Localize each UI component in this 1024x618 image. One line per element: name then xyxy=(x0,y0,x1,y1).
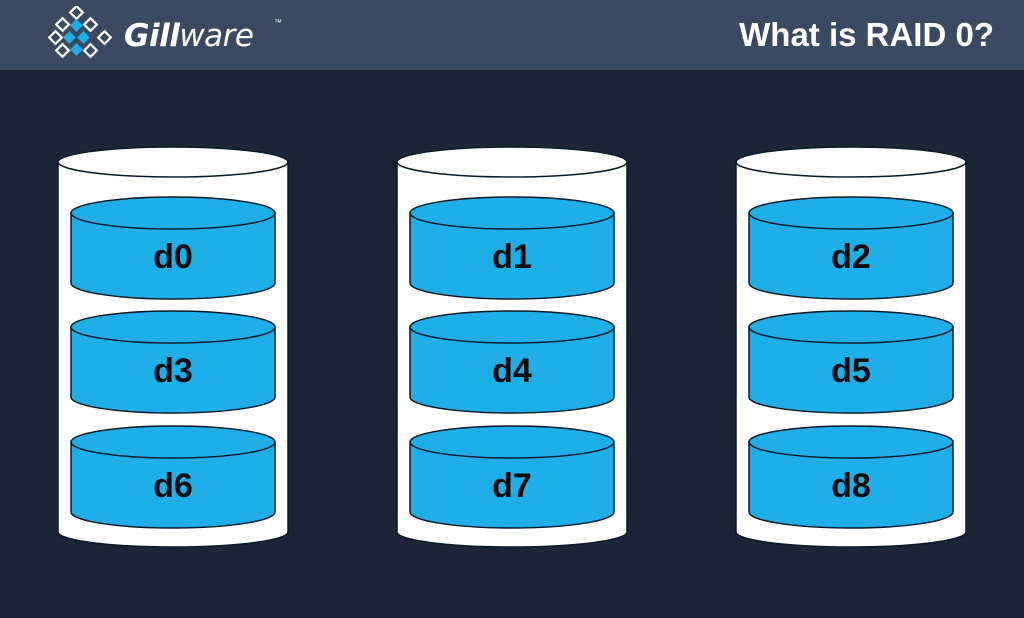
block-top xyxy=(409,196,615,230)
disk-3: d2 d5 d8 xyxy=(735,146,967,548)
page-title: What is RAID 0? xyxy=(739,16,994,53)
block-top xyxy=(70,310,276,344)
block-label: d7 xyxy=(492,467,532,505)
block-side xyxy=(409,326,615,414)
stripe-block-d2: d2 xyxy=(748,196,954,300)
block-label: d1 xyxy=(492,238,532,276)
block-top xyxy=(409,310,615,344)
block-side xyxy=(70,441,276,529)
raid0-disk-array: d0 d3 d6 d1 d4 d7 d2 d5 d8 xyxy=(57,146,967,548)
disk-1: d0 d3 d6 xyxy=(57,146,289,548)
block-label: d0 xyxy=(153,238,193,276)
block-side xyxy=(409,212,615,300)
block-label: d5 xyxy=(831,352,871,390)
stripe-block-d8: d8 xyxy=(748,425,954,529)
brand-name: Gillware xyxy=(124,18,254,54)
block-label: d8 xyxy=(831,467,871,505)
disk-top xyxy=(396,146,628,178)
block-label: d4 xyxy=(492,352,532,390)
block-side xyxy=(748,441,954,529)
disk-2: d1 d4 d7 xyxy=(396,146,628,548)
disk-top xyxy=(735,146,967,178)
stripe-block-d7: d7 xyxy=(409,425,615,529)
block-side xyxy=(748,212,954,300)
stripe-block-d6: d6 xyxy=(70,425,276,529)
gillware-logo: Gillware ™ xyxy=(48,6,298,64)
raid-diagram: d0 d3 d6 d1 d4 d7 d2 d5 d8 xyxy=(0,70,1024,618)
brand-name-bold: Gill xyxy=(124,18,180,54)
block-side xyxy=(748,326,954,414)
block-side xyxy=(70,212,276,300)
disk-top xyxy=(57,146,289,178)
brand-name-light: ware xyxy=(179,18,254,54)
trademark-symbol: ™ xyxy=(274,18,282,27)
block-top xyxy=(748,425,954,459)
stripe-block-d0: d0 xyxy=(70,196,276,300)
stripe-block-d4: d4 xyxy=(409,310,615,414)
block-top xyxy=(748,196,954,230)
block-top xyxy=(748,310,954,344)
block-side xyxy=(70,326,276,414)
block-label: d3 xyxy=(153,352,193,390)
stripe-block-d5: d5 xyxy=(748,310,954,414)
block-label: d6 xyxy=(153,467,193,505)
block-top xyxy=(70,196,276,230)
block-top xyxy=(409,425,615,459)
stripe-block-d3: d3 xyxy=(70,310,276,414)
block-top xyxy=(70,425,276,459)
header-bar: Gillware ™ What is RAID 0? xyxy=(0,0,1024,70)
block-side xyxy=(409,441,615,529)
gillware-diamond-logo-icon xyxy=(48,6,112,59)
block-label: d2 xyxy=(831,238,871,276)
stripe-block-d1: d1 xyxy=(409,196,615,300)
